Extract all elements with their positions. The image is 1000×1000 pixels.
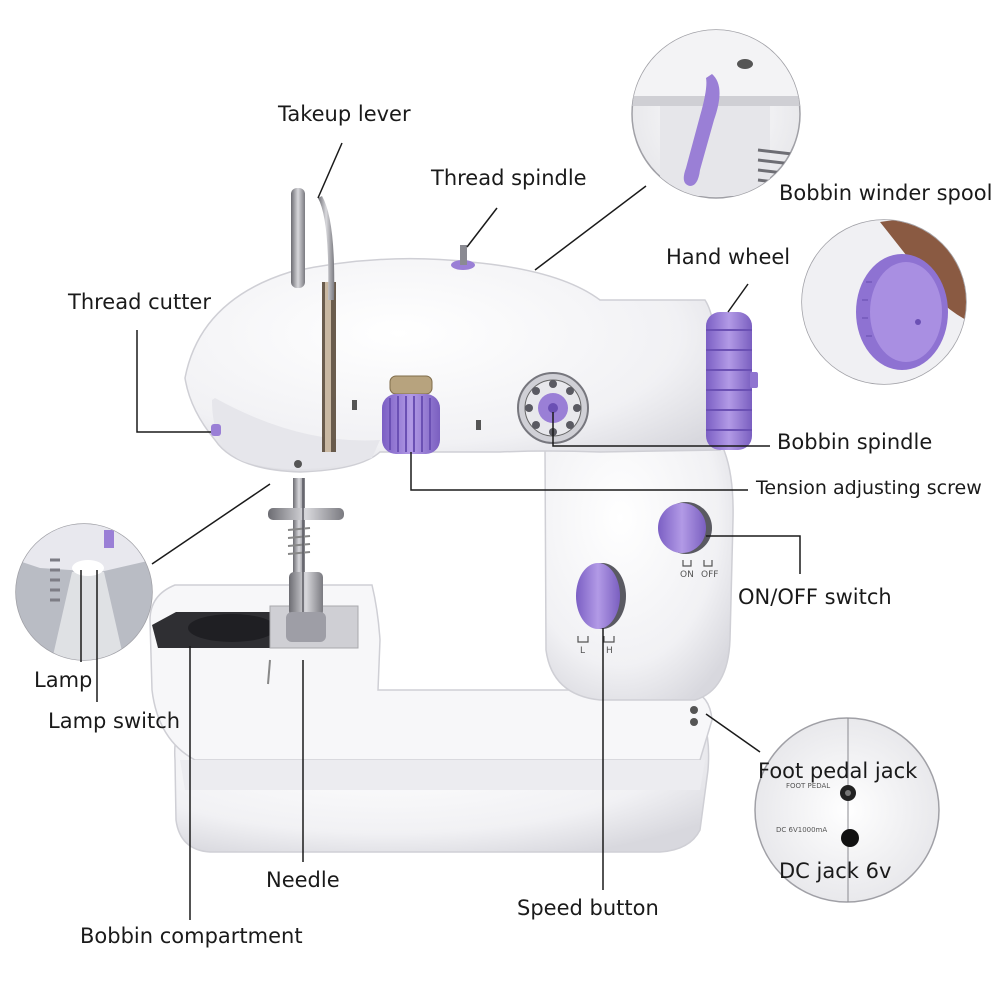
label-thread-spindle: Thread spindle	[431, 166, 587, 190]
dc-jack-port	[690, 718, 698, 726]
leader-on-off	[706, 535, 801, 574]
hand-wheel	[706, 312, 758, 450]
presser-foot	[268, 478, 344, 642]
leader-jacks	[705, 713, 761, 753]
machine-arm	[184, 188, 721, 473]
mark-foot-pedal: FOOT PEDAL	[786, 782, 831, 790]
leader-bobbin-spindle	[552, 412, 770, 447]
on-off-switch-button	[658, 502, 713, 567]
leader-lines	[80, 142, 801, 920]
leader-bobbin-winder	[534, 185, 647, 271]
machine-pillar	[544, 419, 734, 701]
label-takeup-lever: Takeup lever	[278, 102, 411, 126]
label-bobbin-winder-spool: Bobbin winder spool	[779, 181, 993, 205]
label-speed-button: Speed button	[517, 896, 659, 920]
leader-takeup-lever	[317, 142, 343, 199]
label-foot-pedal-jack: Foot pedal jack	[758, 759, 918, 783]
mark-off: OFF	[701, 570, 719, 580]
mark-on: ON	[680, 570, 694, 580]
zoom-hand-wheel	[801, 219, 967, 385]
mark-dc-rating: DC 6V1000mA	[776, 826, 828, 834]
mark-high: H	[606, 646, 613, 656]
label-thread-cutter: Thread cutter	[68, 290, 211, 314]
label-dc-jack: DC jack 6v	[779, 859, 892, 883]
bobbin-spindle-wheel	[517, 372, 589, 444]
speed-button-knob	[576, 563, 626, 643]
zoom-lamp	[15, 523, 153, 661]
label-bobbin-compartment: Bobbin compartment	[80, 924, 303, 948]
machine-base	[149, 584, 713, 853]
leader-lamp-zoom	[151, 483, 271, 565]
leader-tension-screw	[410, 452, 748, 491]
label-on-off-switch: ON/OFF switch	[738, 585, 892, 609]
label-hand-wheel: Hand wheel	[666, 245, 791, 269]
mark-low: L	[580, 646, 586, 656]
leader-hand-wheel	[727, 283, 749, 313]
zoom-jacks	[754, 717, 940, 903]
label-lamp-switch: Lamp switch	[48, 709, 181, 733]
foot-pedal-jack-port	[690, 706, 698, 714]
leader-thread-cutter	[136, 330, 211, 433]
label-bobbin-spindle: Bobbin spindle	[777, 430, 933, 454]
label-lamp: Lamp	[34, 668, 93, 692]
tension-knob	[382, 375, 440, 454]
zoom-bobbin-winder	[631, 29, 801, 199]
label-needle: Needle	[266, 868, 340, 892]
label-tension-adjusting-screw: Tension adjusting screw	[756, 477, 982, 499]
leader-thread-spindle	[466, 207, 498, 248]
